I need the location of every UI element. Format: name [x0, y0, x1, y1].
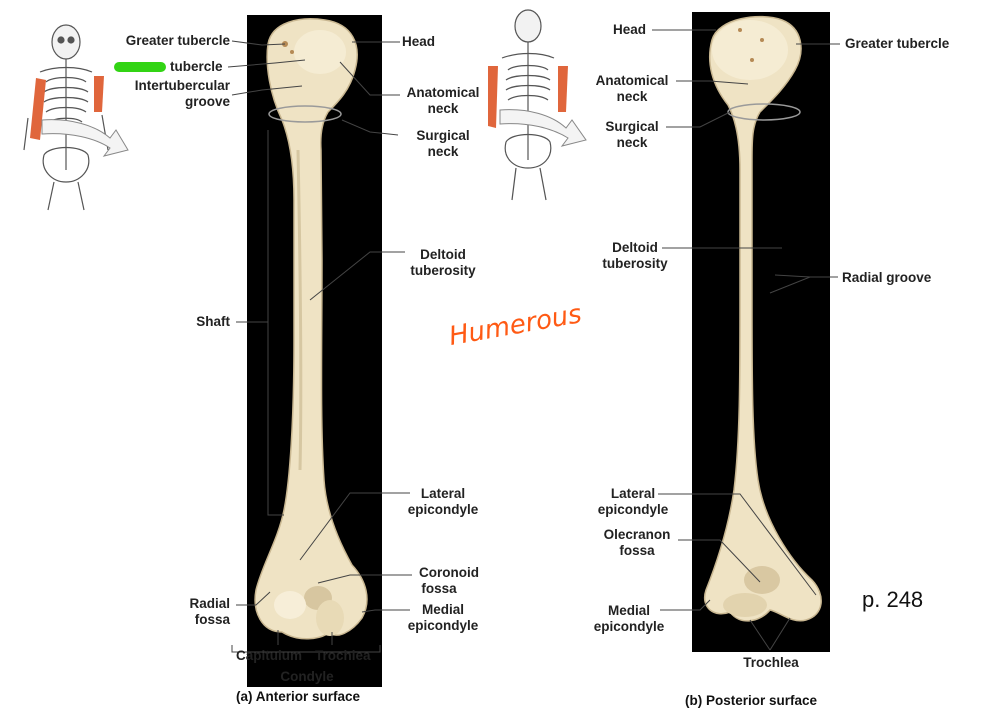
label-anterior-shaft: Shaft	[196, 314, 230, 329]
label-anterior-coronoid-fossa: Coronoid	[419, 565, 479, 580]
anterior-highlighted-humerus	[30, 78, 46, 140]
label-posterior-medial-epicondyle-line2: epicondyle	[593, 619, 665, 634]
label-posterior-olecranon-fossa: Olecranon	[603, 527, 671, 542]
posterior-opposite-humerus	[558, 66, 568, 112]
posterior-surgical-neck-ring	[727, 103, 801, 121]
label-posterior-medial-epicondyle: Medial	[607, 603, 650, 618]
anterior-caption: (a) Anterior surface	[236, 689, 361, 704]
label-posterior-anatomical-neck-line2: neck	[616, 89, 648, 104]
anterior-pointer-arrow	[41, 119, 129, 157]
anterior-leader-lines	[227, 40, 412, 653]
label-anterior-lateral-epicondyle-line2: epicondyle	[407, 502, 479, 517]
label-posterior-olecranon-fossa-line2: fossa	[619, 543, 655, 558]
label-anterior-anatomical-neck-line2: neck	[427, 101, 459, 116]
label-posterior-deltoid-tuberosity-line2: tuberosity	[602, 256, 668, 271]
label-anterior-radial-fossa: Radial	[189, 596, 230, 611]
label-posterior-surgical-neck-line2: neck	[616, 135, 648, 150]
anterior-humerus-bone	[254, 18, 368, 640]
label-anterior-lesser-tubercle: tubercle	[170, 59, 223, 74]
label-anterior-head: Head	[402, 34, 436, 49]
label-posterior-surgical-neck: Surgical	[605, 119, 659, 134]
posterior-pointer-arrow	[499, 109, 587, 147]
label-posterior-radial-groove: Radial groove	[842, 270, 932, 285]
posterior-caption: (b) Posterior surface	[685, 693, 818, 708]
label-anterior-capitulum: Capitulum	[236, 648, 302, 663]
label-anterior-deltoid-tuberosity-line2: tuberosity	[410, 263, 476, 278]
label-anterior-coronoid-fossa-line2: fossa	[421, 581, 457, 596]
label-anterior-condyle: Condyle	[280, 669, 334, 684]
label-posterior-lateral-epicondyle: Lateral	[610, 486, 656, 501]
label-anterior-greater-tubercle: Greater tubercle	[125, 33, 230, 48]
highlighter-mark	[114, 62, 166, 72]
label-anterior-lateral-epicondyle: Lateral	[420, 486, 466, 501]
label-anterior-trochlea: Trochlea	[315, 648, 371, 663]
label-anterior-radial-fossa-line2: fossa	[194, 612, 230, 627]
posterior-humerus-bone	[703, 15, 822, 622]
page-reference: p. 248	[862, 587, 924, 612]
label-anterior-surgical-neck: Surgical	[416, 128, 470, 143]
anterior-surgical-neck-ring	[268, 105, 342, 123]
label-posterior-deltoid-tuberosity: Deltoid	[612, 240, 658, 255]
label-anterior-deltoid-tuberosity: Deltoid	[420, 247, 466, 262]
label-posterior-lateral-epicondyle-line2: epicondyle	[597, 502, 669, 517]
label-posterior-head: Head	[613, 22, 647, 37]
label-posterior-anatomical-neck: Anatomical	[595, 73, 669, 88]
label-posterior-trochlea: Trochlea	[743, 655, 799, 670]
posterior-highlighted-humerus	[488, 66, 498, 128]
label-anterior-medial-epicondyle: Medial	[421, 602, 464, 617]
label-anterior-anatomical-neck: Anatomical	[406, 85, 480, 100]
anterior-skeleton-thumbnail	[23, 24, 109, 211]
anterior-opposite-humerus	[94, 76, 104, 112]
label-anterior-intertubercular-groove: Intertubercular	[134, 78, 230, 93]
label-anterior-intertubercular-groove-line2: groove	[184, 94, 230, 109]
label-anterior-medial-epicondyle-line2: epicondyle	[407, 618, 479, 633]
label-anterior-surgical-neck-line2: neck	[427, 144, 459, 159]
posterior-leader-lines	[652, 29, 840, 651]
posterior-skeleton-thumbnail	[501, 9, 555, 201]
label-posterior-greater-tubercle: Greater tubercle	[845, 36, 950, 51]
